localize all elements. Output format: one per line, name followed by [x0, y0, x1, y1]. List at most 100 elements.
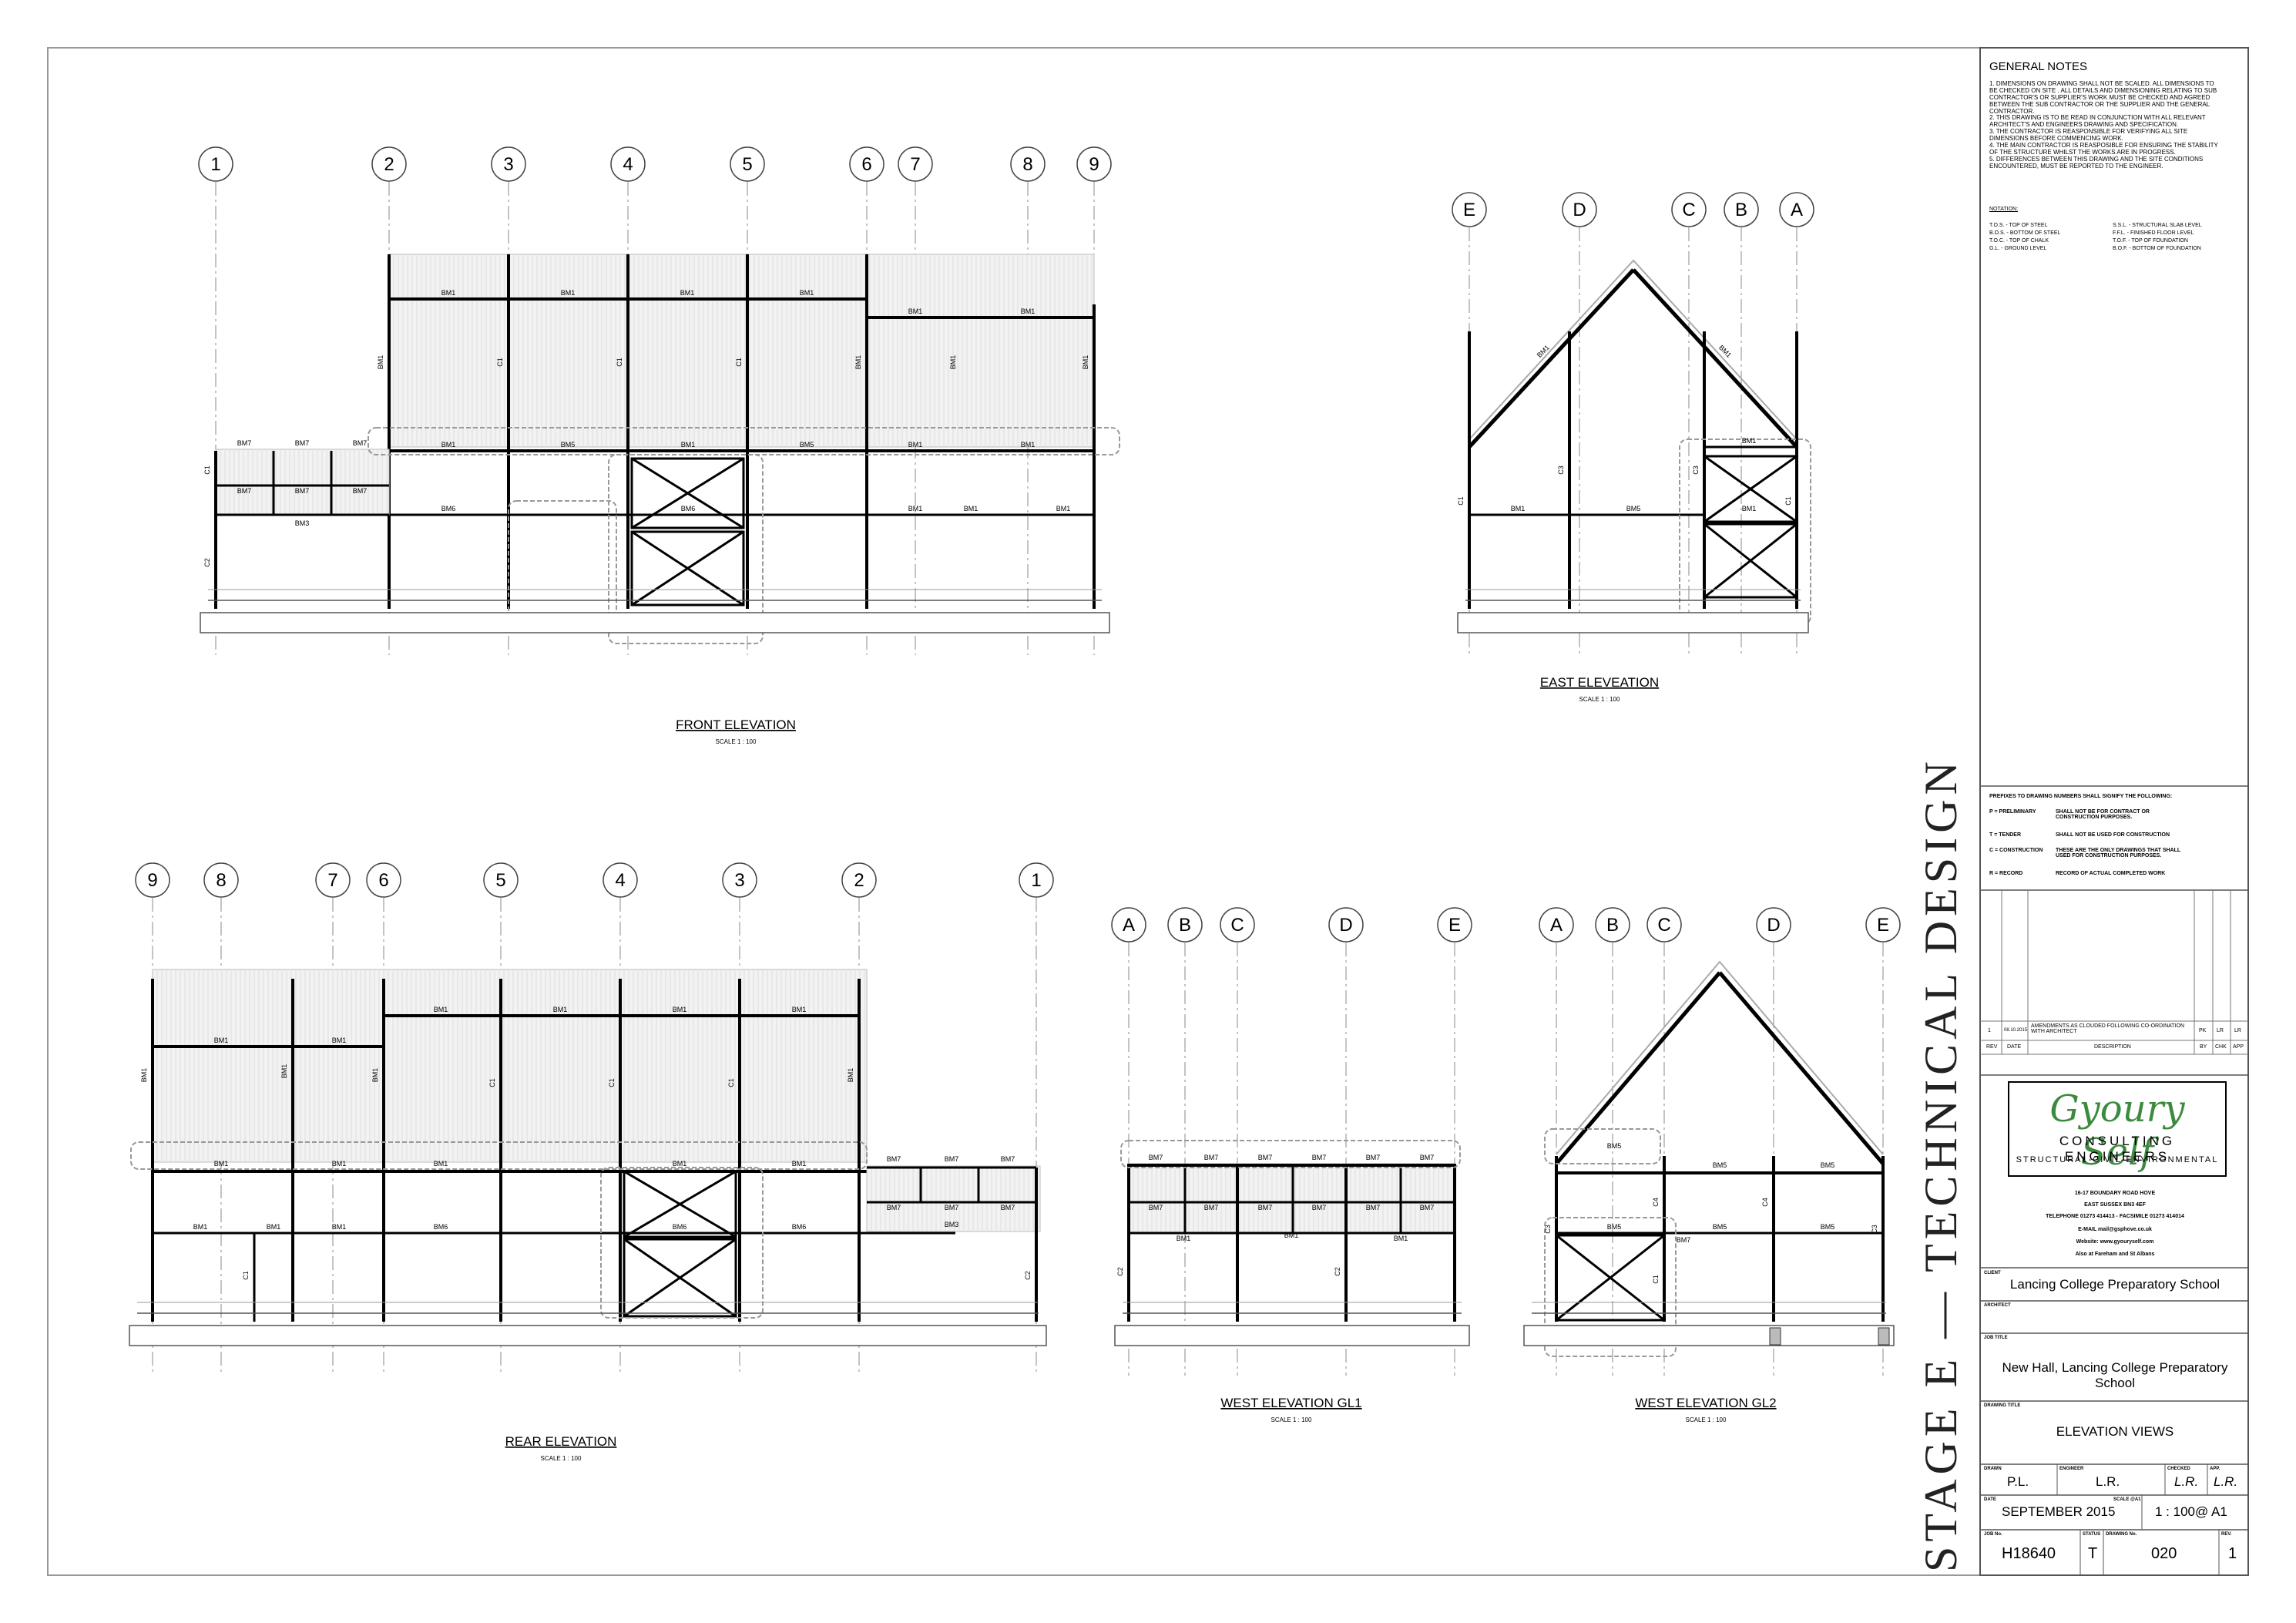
member-label: BM7: [1149, 1204, 1163, 1211]
grid-label: 8: [216, 870, 226, 891]
member-label: BM7: [945, 1155, 959, 1163]
member-label: BM7: [1204, 1204, 1219, 1211]
member-label: C2: [1024, 1271, 1032, 1280]
grid-label: A: [1123, 915, 1135, 936]
grid-label: E: [1877, 915, 1889, 936]
pad-foundation: [1769, 1327, 1781, 1346]
member-label: BM5: [1821, 1161, 1835, 1169]
revision-cloud: [1679, 439, 1811, 625]
grid-label: 7: [327, 870, 337, 891]
rear-scale: SCALE 1 : 100: [541, 1455, 582, 1462]
date-value: SEPTEMBER 2015: [2002, 1504, 2116, 1519]
member-label: BM3: [945, 1221, 959, 1228]
front-title: FRONT ELEVATION: [676, 717, 796, 732]
foundation-strip: [129, 1325, 1047, 1346]
rev-app: LR: [2234, 1028, 2241, 1033]
bracing-frame: [623, 1238, 737, 1318]
member-label: BM1: [949, 355, 957, 370]
rev-desc: AMENDMENTS AS CLOUDED FOLLOWING CO-ORDIN…: [2031, 1023, 2184, 1034]
prefix-desc: RECORD OF ACTUAL COMPLETED WORK: [2056, 871, 2166, 876]
grid-bubble: [1220, 907, 1255, 943]
member-label: BM1: [1177, 1235, 1191, 1242]
member-label: BM1: [681, 441, 696, 449]
grid-bubble: [722, 862, 757, 898]
member-label: BM1: [680, 289, 695, 297]
grid-bubble: [1010, 146, 1046, 182]
grid-bubble: [1724, 192, 1759, 227]
member-label: BM1: [854, 355, 862, 370]
grid-bubble: [371, 146, 407, 182]
member-label: BM1: [193, 1223, 208, 1231]
member-label: BM5: [1607, 1223, 1622, 1231]
grid-label: E: [1448, 915, 1461, 936]
bracing-frame: [630, 530, 745, 607]
grid-label: 5: [495, 870, 505, 891]
member-label: BM1: [673, 1160, 687, 1168]
member-label: C3: [1692, 465, 1700, 475]
rafter-line: [1632, 268, 1798, 449]
prefix-code: R = RECORD: [1989, 871, 2023, 876]
revision-cloud: [1544, 1217, 1677, 1357]
date-label: DATE: [1984, 1497, 1996, 1502]
drawing-no-label: DRAWING No.: [2106, 1532, 2137, 1537]
member-label: BM7: [1001, 1204, 1015, 1211]
scale-value: 1 : 100@ A1: [2155, 1504, 2227, 1519]
pad-foundation: [1878, 1327, 1890, 1346]
member-label: BM7: [887, 1155, 901, 1163]
company-address: 16-17 BOUNDARY ROAD HOVE: [2074, 1191, 2156, 1196]
grid-bubble: [841, 862, 877, 898]
member-label: BM5: [1713, 1223, 1727, 1231]
grid-bubble: [898, 146, 933, 182]
grid-label: D: [1767, 915, 1780, 936]
member-label: C1: [203, 465, 211, 475]
architect-label: ARCHITECT: [1984, 1303, 2011, 1308]
member-label: C1: [1784, 496, 1792, 506]
prefix-code: T = TENDER: [1989, 832, 2022, 838]
app-label: APP.: [2210, 1467, 2220, 1471]
company-address: Also at Fareham and St Albans: [2075, 1252, 2155, 1257]
member-label: BM1: [792, 1006, 807, 1013]
member-label: C1: [242, 1271, 250, 1280]
drawing-title-label: DRAWING TITLE: [1984, 1403, 2021, 1408]
roof-outline: [1469, 259, 1798, 440]
member-label: BM7: [1258, 1204, 1273, 1211]
member-label: BM1: [908, 307, 923, 315]
west1-title: WEST ELEVATION GL1: [1220, 1396, 1361, 1410]
member-label: BM1: [371, 1068, 379, 1083]
member-label: BM1: [214, 1037, 229, 1044]
grid-label: E: [1463, 200, 1475, 220]
grid-bubble: [1111, 907, 1146, 943]
member-label: BM1: [434, 1006, 448, 1013]
grid-bubble: [203, 862, 239, 898]
member-label: BM1: [1717, 344, 1733, 359]
rev-header: BY: [2200, 1044, 2207, 1050]
member-label: BM1: [908, 441, 923, 449]
checked-value: L.R.: [2174, 1474, 2199, 1489]
member-label: BM7: [1366, 1154, 1381, 1161]
rev-header: DATE: [2007, 1044, 2022, 1050]
member-label: BM6: [673, 1223, 687, 1231]
member-label: BM7: [1366, 1204, 1381, 1211]
grid-bubble: [1452, 192, 1487, 227]
member-label: BM5: [1607, 1142, 1622, 1150]
member-label: BM1: [553, 1006, 568, 1013]
prefix-code: P = PRELIMINARY: [1989, 809, 2036, 815]
drawing-no-value: 020: [2151, 1545, 2177, 1562]
general-note: 5. DIFFERENCES BETWEEN THIS DRAWING AND …: [1989, 156, 2204, 170]
member-label: C1: [1652, 1275, 1660, 1284]
member-label: BM6: [441, 505, 456, 512]
member-label: BM1: [1021, 441, 1036, 449]
member-label: BM7: [1001, 1155, 1015, 1163]
grid-bubble: [198, 146, 233, 182]
member-label: BM6: [792, 1223, 807, 1231]
cladding-panel: [215, 449, 390, 516]
grid-bubble: [315, 862, 351, 898]
grid-bubble: [1779, 192, 1814, 227]
grid-bubble: [603, 862, 638, 898]
revision-cloud: [130, 1141, 868, 1170]
member-label: BM1: [1536, 344, 1551, 359]
member-label: BM7: [237, 439, 252, 447]
member-label: BM5: [561, 441, 576, 449]
